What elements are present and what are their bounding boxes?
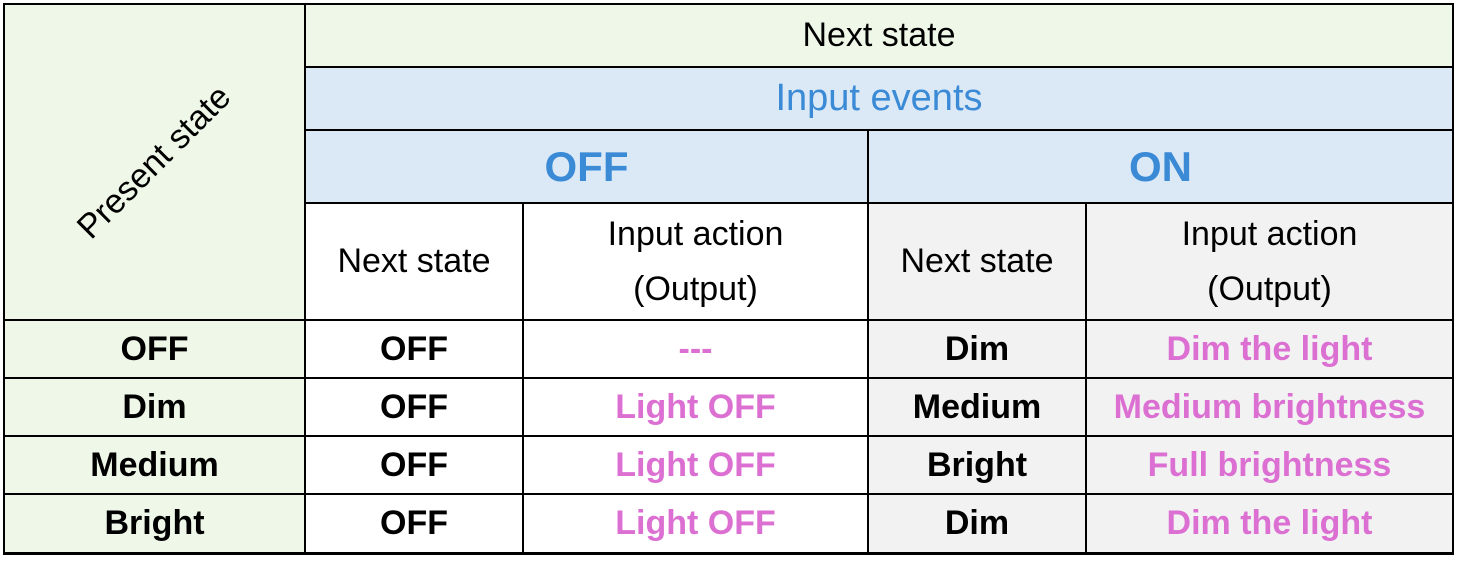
state-transition-table: Present state Next state Input events OF…: [3, 3, 1454, 555]
on-event-header: ON: [869, 131, 1452, 202]
off-action-cell: ---: [524, 321, 867, 377]
off-action-header-line1: Input action: [607, 215, 784, 254]
off-action-cell: Light OFF: [524, 379, 867, 435]
off-action-cell: Light OFF: [524, 495, 867, 552]
on-action-cell: Full brightness: [1087, 437, 1452, 493]
on-next-state-cell: Dim: [869, 321, 1085, 377]
on-action-header: Input action (Output): [1087, 204, 1452, 319]
present-state-cell: Bright: [5, 495, 304, 552]
off-action-header-line2: (Output): [633, 269, 758, 308]
off-event-header: OFF: [306, 131, 867, 202]
on-next-state-cell: Medium: [869, 379, 1085, 435]
off-next-state-cell: OFF: [306, 495, 522, 552]
off-next-state-header: Next state: [306, 204, 522, 319]
next-state-header: Next state: [306, 5, 1452, 66]
on-next-state-cell: Bright: [869, 437, 1085, 493]
off-next-state-cell: OFF: [306, 379, 522, 435]
present-state-header: Present state: [5, 5, 304, 319]
off-action-cell: Light OFF: [524, 437, 867, 493]
present-state-label: Present state: [70, 77, 239, 247]
present-state-cell: Medium: [5, 437, 304, 493]
on-next-state-cell: Dim: [869, 495, 1085, 552]
on-action-cell: Dim the light: [1087, 321, 1452, 377]
on-action-header-line2: (Output): [1207, 269, 1332, 308]
off-next-state-cell: OFF: [306, 321, 522, 377]
on-action-cell: Dim the light: [1087, 495, 1452, 552]
present-state-cell: Dim: [5, 379, 304, 435]
input-events-header: Input events: [306, 68, 1452, 129]
on-action-header-line1: Input action: [1181, 215, 1358, 254]
on-next-state-header: Next state: [869, 204, 1085, 319]
on-action-cell: Medium brightness: [1087, 379, 1452, 435]
off-next-state-cell: OFF: [306, 437, 522, 493]
off-action-header: Input action (Output): [524, 204, 867, 319]
present-state-cell: OFF: [5, 321, 304, 377]
